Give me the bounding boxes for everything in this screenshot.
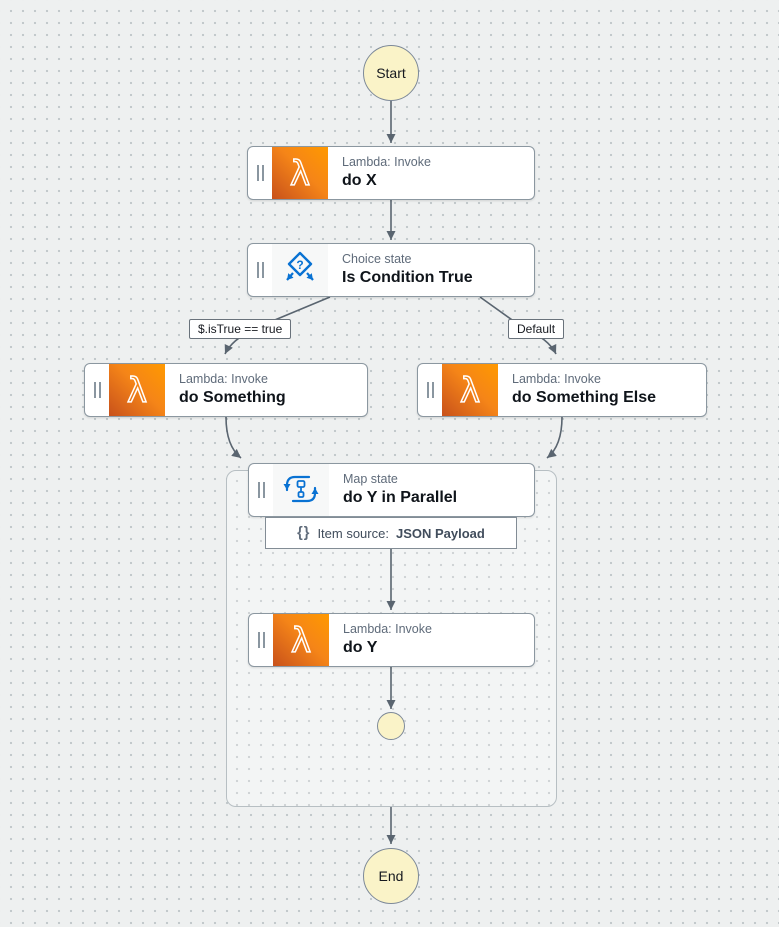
state-name: do Y [343, 638, 378, 656]
drag-handle-strip[interactable] [418, 364, 442, 416]
start-node: Start [363, 45, 419, 101]
edge-dosomething-to-map [225, 416, 242, 459]
edge-label-default: Default [508, 319, 565, 339]
lambda-icon: λ [109, 364, 165, 416]
state-name: do X [342, 171, 377, 189]
drag-handle-strip[interactable] [248, 147, 272, 199]
drag-handle-icon [256, 262, 264, 278]
drag-handle-strip[interactable] [248, 244, 272, 296]
state-type-label: Lambda: Invoke [179, 372, 268, 387]
item-source-label: Item source: [317, 525, 389, 541]
drag-handle-strip[interactable] [249, 464, 273, 516]
item-source-value: JSON Payload [395, 525, 485, 541]
item-source-chip: {} Item source: JSON Payload [265, 517, 517, 549]
end-node: End [363, 848, 419, 904]
state-node-do-y[interactable]: λ Lambda: Invoke do Y [248, 613, 535, 667]
drag-handle-strip[interactable] [249, 614, 273, 666]
lambda-glyph: λ [460, 371, 480, 411]
state-node-do-x[interactable]: λ Lambda: Invoke do X [247, 146, 535, 200]
drag-handle-icon [426, 382, 434, 398]
state-node-do-something[interactable]: λ Lambda: Invoke do Something [84, 363, 368, 417]
drag-handle-icon [257, 632, 265, 648]
map-state-icon [273, 464, 329, 516]
map-iteration-end-node [377, 712, 405, 740]
lambda-glyph: λ [127, 371, 147, 411]
start-label: Start [376, 65, 406, 81]
state-node-choice[interactable]: ? Choice state Is Condition True [247, 243, 535, 297]
lambda-glyph: λ [291, 621, 311, 661]
canvas-bottom-strip [0, 927, 779, 932]
state-type-label: Lambda: Invoke [512, 372, 601, 387]
json-brace-icon: {} [297, 525, 311, 541]
question-glyph: ? [296, 258, 303, 272]
state-name: do Something Else [512, 388, 657, 406]
state-type-label: Lambda: Invoke [342, 155, 431, 170]
edge-dosomethingelse-to-map [546, 416, 563, 459]
state-name: Is Condition True [342, 268, 473, 286]
drag-handle-icon [93, 382, 101, 398]
drag-handle-icon [256, 165, 264, 181]
lambda-glyph: λ [290, 154, 310, 194]
state-name: do Something [179, 388, 286, 406]
lambda-icon: λ [442, 364, 498, 416]
state-node-do-something-else[interactable]: λ Lambda: Invoke do Something Else [417, 363, 707, 417]
lambda-icon: λ [272, 147, 328, 199]
state-type-label: Choice state [342, 252, 412, 267]
state-node-map[interactable]: Map state do Y in Parallel [248, 463, 535, 517]
state-name: do Y in Parallel [343, 488, 458, 506]
drag-handle-strip[interactable] [85, 364, 109, 416]
state-type-label: Map state [343, 472, 398, 487]
end-label: End [378, 868, 404, 884]
drag-handle-icon [257, 482, 265, 498]
edge-label-condition-true: $.isTrue == true [189, 319, 292, 339]
choice-icon: ? [272, 244, 328, 296]
state-type-label: Lambda: Invoke [343, 622, 432, 637]
lambda-icon: λ [273, 614, 329, 666]
